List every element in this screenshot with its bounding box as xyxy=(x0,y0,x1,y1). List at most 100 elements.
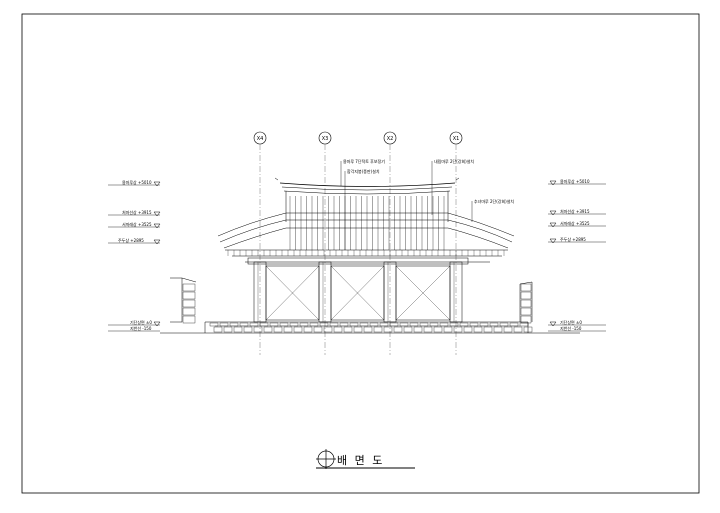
stone-block xyxy=(499,322,509,327)
stone-block xyxy=(369,322,379,327)
stone-block xyxy=(329,322,339,327)
stone-block xyxy=(283,326,293,333)
stone-block xyxy=(399,322,409,327)
grid-axis-x3: X3 xyxy=(318,131,332,355)
level-label: 처마선상 +3915 xyxy=(122,209,152,215)
level-label: 서까래상 +3525 xyxy=(122,221,152,227)
drawing-title: 배 면 도 xyxy=(337,454,384,467)
stone-block xyxy=(309,322,319,327)
stone-block xyxy=(363,326,373,333)
stone-block xyxy=(469,322,479,327)
stone-block xyxy=(323,326,333,333)
stone-block xyxy=(259,322,269,327)
level-label: 처마선상 +3915 xyxy=(560,208,590,214)
stone-block xyxy=(449,322,459,327)
stone-block xyxy=(233,326,243,333)
stone-block xyxy=(229,322,239,327)
level-label: 서까래상 +3525 xyxy=(560,220,590,226)
stone-block xyxy=(353,326,363,333)
stone-block xyxy=(509,322,519,327)
stone-block xyxy=(403,326,413,333)
stone-block xyxy=(303,326,313,333)
annotation-descending-ridge: 내림마루 2단(강회)설치 xyxy=(434,158,474,164)
stone-block xyxy=(182,283,196,292)
stone-block xyxy=(293,326,303,333)
stone-block xyxy=(413,326,423,333)
stone-block xyxy=(429,322,439,327)
grid-axis-label: X2 xyxy=(387,136,394,142)
grid-axis-label: X3 xyxy=(322,136,329,142)
level-markers-left: 용마루상 +5010 처마선상 +3915 서까래상 +3525 주두상 +28… xyxy=(108,179,161,332)
stone-block xyxy=(249,322,259,327)
level-label: 지반선 -150 xyxy=(560,325,582,331)
stone-block xyxy=(503,326,513,333)
stone-block xyxy=(459,322,469,327)
side-stones xyxy=(182,283,532,324)
stone-block xyxy=(289,322,299,327)
stone-block xyxy=(493,326,503,333)
stone-block xyxy=(279,322,289,327)
level-markers-right: 용마루상 +5010 처마선상 +3915 서까래상 +3525 주두상 +28… xyxy=(548,178,606,332)
stone-block xyxy=(269,322,279,327)
eave-tiles xyxy=(227,250,505,256)
side-stone-walls xyxy=(170,277,533,323)
stone-block xyxy=(453,326,463,333)
annotation-ridge: 용마루 7단적토 후보정기 xyxy=(343,158,385,164)
stone-block xyxy=(359,322,369,327)
stone-block xyxy=(253,326,263,333)
stone-block xyxy=(479,322,489,327)
stone-block xyxy=(182,307,196,316)
stone-block xyxy=(433,326,443,333)
level-label: 용마루상 +5010 xyxy=(122,179,152,185)
annotation-hip-ridge: 추녀마루 2단(강회)설치 xyxy=(474,198,514,204)
stone-block xyxy=(239,322,249,327)
stone-block xyxy=(273,326,283,333)
stone-block xyxy=(339,322,349,327)
stone-block xyxy=(409,322,419,327)
stone-block xyxy=(523,326,533,333)
stone-block xyxy=(520,299,532,308)
stone-block xyxy=(393,326,403,333)
stone-block xyxy=(182,291,196,300)
level-label: 용마루상 +5010 xyxy=(560,178,590,184)
stone-block xyxy=(333,326,343,333)
level-label: 주두상 +2895 xyxy=(560,236,586,242)
stone-block xyxy=(313,326,323,333)
level-label: 기단상면 ±0 xyxy=(130,319,152,325)
sheet-border xyxy=(21,13,700,494)
level-label: 기단상면 ±0 xyxy=(560,319,582,325)
stone-block xyxy=(223,326,233,333)
grid-axis-label: X4 xyxy=(257,136,264,142)
stone-block xyxy=(343,326,353,333)
drawing-title-block: 배 면 도 xyxy=(316,449,415,469)
roof-tiles xyxy=(289,196,445,250)
grid-axis-x4: X4 xyxy=(253,131,267,355)
grid-axis-x2: X2 xyxy=(383,131,397,355)
stone-block xyxy=(389,322,399,327)
stone-block xyxy=(519,322,529,327)
stone-block xyxy=(520,283,532,292)
stone-block xyxy=(473,326,483,333)
stone-block xyxy=(483,326,493,333)
stone-block xyxy=(349,322,359,327)
stone-block xyxy=(219,322,229,327)
stone-block xyxy=(423,326,433,333)
stone-block xyxy=(209,322,219,327)
stone-block xyxy=(182,299,196,308)
stone-block xyxy=(489,322,499,327)
annotation-gable: 합각지붕(풍판)설치 xyxy=(347,168,380,174)
stone-block xyxy=(520,307,532,316)
grid-axis-label: X1 xyxy=(453,136,460,142)
stone-block xyxy=(439,322,449,327)
grid-axis-x1: X1 xyxy=(449,131,463,355)
stone-block xyxy=(383,326,393,333)
stone-block xyxy=(443,326,453,333)
level-label: 지반선 -150 xyxy=(130,325,152,331)
stone-block xyxy=(263,326,273,333)
stone-block xyxy=(463,326,473,333)
stone-block xyxy=(213,326,223,333)
stone-block xyxy=(319,322,329,327)
stone-block xyxy=(520,291,532,300)
